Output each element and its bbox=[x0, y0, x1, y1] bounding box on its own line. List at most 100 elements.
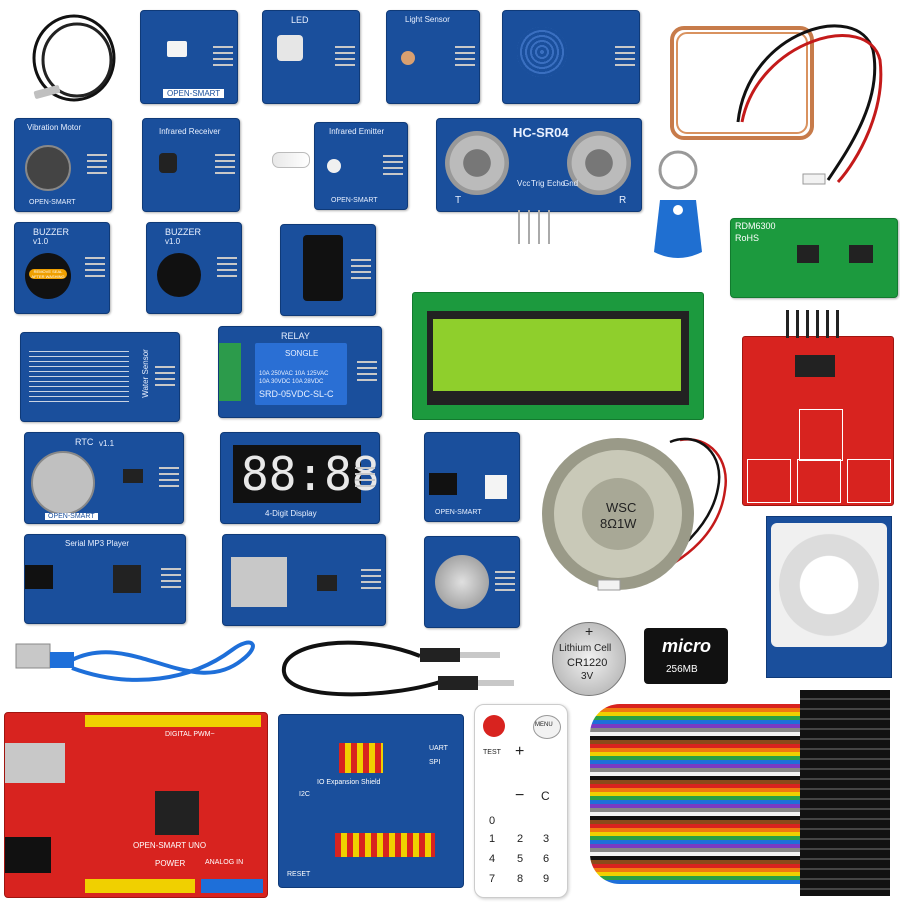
remote-digit-5: 5 bbox=[517, 853, 524, 865]
microsd-size: 256MB bbox=[666, 664, 698, 675]
module-version: v1.1 bbox=[99, 439, 115, 448]
remote-digit-9: 9 bbox=[543, 873, 550, 885]
module-title: Infrared Emitter bbox=[329, 127, 385, 136]
uno-power-label: POWER bbox=[155, 859, 186, 868]
remote-digit-6: 6 bbox=[543, 853, 550, 865]
vibration-motor-module: Vibration Motor OPEN-SMART bbox=[14, 118, 112, 212]
jumper-connectors bbox=[800, 690, 890, 896]
module-title: RTC bbox=[75, 437, 94, 447]
remote-minus-label: − bbox=[515, 787, 525, 804]
speaker bbox=[542, 437, 728, 591]
relay-spec-1: 10A 250VAC 10A 125VAC bbox=[259, 371, 329, 377]
four-digit-display-module: 88:88 4-Digit Display bbox=[220, 432, 380, 524]
remote-digit-1: 1 bbox=[489, 833, 496, 845]
uno-board-name: OPEN-SMART UNO bbox=[133, 841, 207, 850]
module-title: Serial MP3 Player bbox=[65, 539, 130, 548]
uno-board: DIGITAL PWM~ OPEN-SMART UNO POWER ANALOG… bbox=[4, 712, 268, 898]
rotary-potentiometer-module bbox=[424, 536, 520, 628]
module-version: v1.0 bbox=[33, 237, 49, 246]
rfid-coil-antenna bbox=[670, 24, 883, 185]
relay-model: SRD-05VDC-SL-C bbox=[259, 389, 334, 399]
uno-analog-label: ANALOG IN bbox=[205, 859, 244, 866]
remote-digit-2: 2 bbox=[517, 833, 524, 845]
remote-digit-7: 7 bbox=[489, 873, 496, 885]
io-expansion-shield: IO Expansion Shield UART SPI I2C RESET bbox=[278, 714, 464, 888]
microsd-card-module bbox=[222, 534, 386, 626]
buzzer-module-2: BUZZER v1.0 bbox=[146, 222, 242, 314]
ultrasonic-pin-gnd: Gnd bbox=[563, 179, 579, 188]
module-brand: OPEN-SMART bbox=[435, 509, 482, 516]
shield-name: IO Expansion Shield bbox=[317, 779, 381, 786]
module-brand: OPEN-SMART bbox=[331, 197, 378, 204]
module-title: Infrared Receiver bbox=[159, 127, 221, 136]
pir-motion-sensor bbox=[766, 516, 892, 678]
rtc-module: RTC v1.1 OPEN-SMART bbox=[24, 432, 184, 524]
coin-cell-text-1: Lithium Cell bbox=[559, 643, 612, 654]
module-title: RDM6300 bbox=[735, 221, 776, 231]
light-sensor-module: Light Sensor bbox=[386, 10, 480, 104]
microsd-card: micro 256MB bbox=[644, 628, 728, 684]
serial-mp3-player-module: Serial MP3 Player bbox=[24, 534, 186, 624]
ultrasonic-pin-header bbox=[518, 210, 556, 244]
module-rohs: RoHS bbox=[735, 233, 760, 243]
uno-digital-label: DIGITAL PWM~ bbox=[165, 731, 215, 738]
ultrasonic-transmitter-label: T bbox=[455, 195, 462, 206]
relay-spec-2: 10A 30VDC 10A 28VDC bbox=[259, 379, 324, 385]
infrared-emitter-module: Infrared Emitter OPEN-SMART bbox=[314, 122, 408, 210]
remote-digit-0: 0 bbox=[489, 815, 496, 827]
touch-keypad-module bbox=[742, 336, 894, 506]
remote-test-label: TEST bbox=[483, 749, 501, 756]
module-version: v1.0 bbox=[165, 237, 181, 246]
microsd-logo: micro bbox=[662, 636, 712, 656]
infrared-led bbox=[272, 152, 310, 168]
shield-reset: RESET bbox=[287, 871, 311, 878]
rfid-key-tag bbox=[654, 150, 702, 258]
remote-c-label: C bbox=[541, 789, 550, 803]
module-brand: OPEN-SMART bbox=[29, 199, 76, 206]
coin-cell-text-3: 3V bbox=[581, 671, 594, 682]
audio-aux-cable bbox=[281, 640, 514, 697]
module-label: 4-Digit Display bbox=[265, 509, 317, 518]
ultrasonic-sensor-module: HC-SR04 Vcc Trig Echo Gnd T R bbox=[436, 118, 642, 212]
module-title: Light Sensor bbox=[405, 15, 450, 24]
module-brand: OPEN-SMART bbox=[163, 89, 225, 98]
audio-jack-module: OPEN-SMART bbox=[424, 432, 520, 522]
ultrasonic-receiver-label: R bbox=[619, 195, 627, 206]
remote-digit-3: 3 bbox=[543, 833, 550, 845]
remote-digit-4: 4 bbox=[489, 853, 496, 865]
module-title: BUZZER bbox=[165, 227, 201, 237]
module-title: Vibration Motor bbox=[27, 123, 82, 132]
temperature-probe-cable bbox=[32, 14, 116, 102]
water-sensor-module: Water Sensor bbox=[20, 332, 180, 422]
module-title: LED bbox=[291, 15, 309, 25]
keypad-pin-header bbox=[786, 310, 842, 338]
buzzer-module-1: BUZZER v1.0 REMOVE SEAL AFTER WASHING bbox=[14, 222, 110, 314]
module-title: Water Sensor bbox=[140, 349, 150, 398]
remote-digit-8: 8 bbox=[517, 873, 524, 885]
module-title: BUZZER bbox=[33, 227, 69, 237]
led-module: LED bbox=[262, 10, 360, 104]
buzzer-sticker: REMOVE SEAL AFTER WASHING bbox=[29, 269, 67, 279]
temperature-sensor-module: OPEN-SMART bbox=[140, 10, 238, 104]
module-title: HC-SR04 bbox=[513, 125, 569, 140]
module-brand: OPEN-SMART bbox=[45, 513, 98, 520]
shield-uart: UART bbox=[429, 745, 448, 752]
remote-power-button bbox=[483, 715, 505, 737]
coin-cell-plus: + bbox=[585, 623, 594, 639]
relay-brand: SONGLE bbox=[285, 349, 319, 358]
coin-cell-text-2: CR1220 bbox=[567, 657, 608, 669]
infrared-receiver-module: Infrared Receiver bbox=[142, 118, 240, 212]
shield-spi: SPI bbox=[429, 759, 441, 766]
module-title: RELAY bbox=[281, 331, 310, 341]
remote-menu-button: MENU bbox=[533, 715, 561, 739]
usb-cable bbox=[15, 640, 255, 682]
remote-menu-label: MENU bbox=[535, 722, 553, 728]
speaker-brand: WSC bbox=[606, 500, 637, 515]
switch-module bbox=[280, 224, 376, 316]
speaker-spec: 8Ω1W bbox=[600, 516, 637, 531]
relay-module: RELAY SONGLE 10A 250VAC 10A 125VAC 10A 3… bbox=[218, 326, 382, 418]
rfid-reader-module: RDM6300 RoHS bbox=[730, 218, 898, 298]
lcd1602-module bbox=[412, 292, 704, 420]
touch-sensor-module bbox=[502, 10, 640, 104]
